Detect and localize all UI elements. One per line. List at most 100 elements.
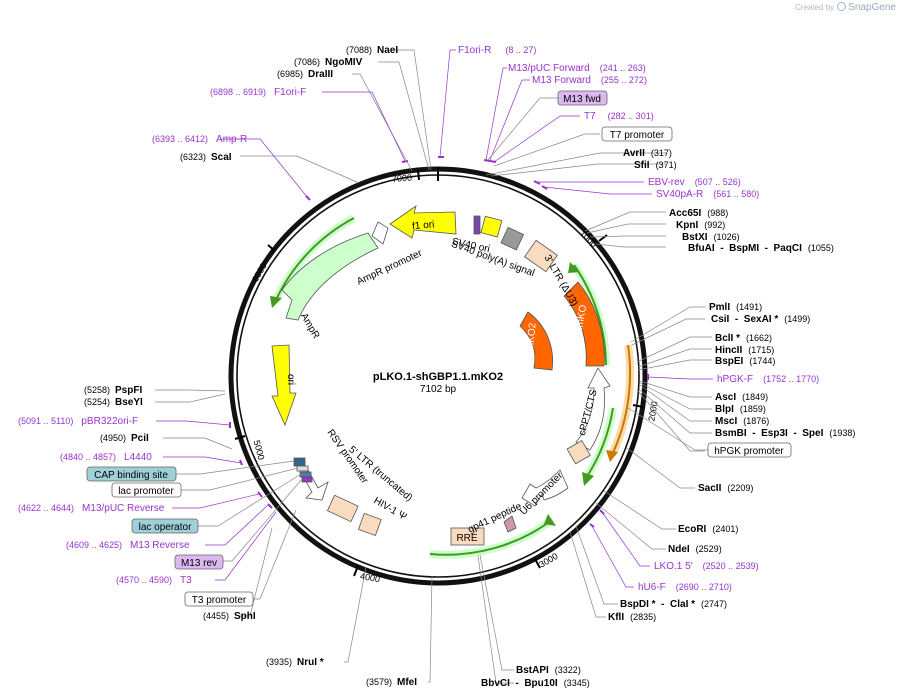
enzyme-label-7[interactable]: KpnI(992) [676,220,725,231]
enzyme-label-28[interactable]: (4455)SphI [203,611,256,622]
feature-cap-site[interactable] [293,457,306,467]
leader-line-33 [439,49,456,158]
enzyme-label-9[interactable]: BfuAI - BspMI - PaqCI(1055) [688,243,834,254]
enzyme-label-31[interactable]: (5254)BseYI [84,397,143,408]
enzyme-label-10[interactable]: PmlI(1491) [709,302,762,313]
feature-sv40-ori-left[interactable] [473,215,481,235]
rre-arc-line [429,519,553,556]
primer-label-2[interactable]: M13 Forward(255 .. 272) [532,75,647,86]
box-lac-operator[interactable]: lac operator [131,518,199,534]
enzyme-label-13[interactable]: HincII(1715) [715,345,774,356]
enzyme-label-14[interactable]: BspEI(1744) [715,356,775,367]
enzyme-label-2[interactable]: (6985)DraIII [277,69,333,80]
leader-line-18 [639,389,712,434]
enzyme-label-27[interactable]: (3935)NruI * [266,657,324,668]
feature-hmko[interactable] [563,281,605,367]
feature-cppt-box[interactable] [566,440,591,465]
enzyme-label-15[interactable]: AscI(1849) [715,392,768,403]
enzyme-label-20[interactable]: EcoRI(2401) [678,524,738,535]
enzyme-label-16[interactable]: BlpI(1859) [715,404,766,415]
feature-f1-ori[interactable] [389,205,457,239]
primer-label-0[interactable]: F1ori-R(8 .. 27) [458,45,536,56]
svg-text:T3 promoter: T3 promoter [192,595,247,606]
enzyme-label-25[interactable]: BbvCI - Bpu10I(3345) [481,678,590,689]
label-mko2: mKO2 [525,322,538,352]
feature-hiv-psi[interactable] [357,512,382,537]
enzyme-label-24[interactable]: BstAPI(3322) [516,665,581,676]
enzyme-label-6[interactable]: Acc65I(988) [669,208,728,219]
primer-label-9[interactable]: (6898 .. 6919)F1ori-F [210,87,306,98]
feature-gp41[interactable] [503,515,517,533]
primer-label-7[interactable]: LKO.1 5'(2520 .. 2539) [654,561,759,572]
leader-line-25 [479,554,514,671]
feature-3ltr[interactable] [524,239,558,273]
primer-label-15[interactable]: (4570 .. 4590)T3 [116,575,192,586]
feature-sv40-polya[interactable] [500,226,525,251]
primer-label-11[interactable]: (5091 .. 5110)pBR322ori-F [18,416,138,427]
primer-label-12[interactable]: (4840 .. 4857)L4440 [60,452,152,463]
primer-label-5[interactable]: SV40pA-R(561 .. 580) [656,189,759,200]
feature-sv40-ori[interactable] [480,215,503,238]
primer-label-1[interactable]: M13/pUC Forward(241 .. 263) [508,63,646,74]
feature-ampr[interactable] [281,232,379,321]
enzyme-label-26[interactable]: (3579)MfeI [366,677,417,688]
enzyme-label-19[interactable]: SacII(2209) [698,483,753,494]
enzyme-label-11[interactable]: CsiI - SexAI *(1499) [711,314,810,325]
enzyme-label-22[interactable]: BspDI * - ClaI *(2747) [620,599,727,610]
box-m13-rev[interactable]: M13 rev [174,554,224,570]
enzyme-label-18[interactable]: BsmBI - Esp3I - SpeI(1938) [715,428,855,439]
enzyme-label-12[interactable]: BclI *(1662) [715,333,772,344]
enzyme-label-30[interactable]: (5258)PspFI [84,385,142,396]
box-cap-binding-site[interactable]: CAP binding site [86,466,177,482]
enzyme-label-29[interactable]: (4950)PciI [100,433,149,444]
box-t7-promoter[interactable]: T7 promoter [601,126,673,142]
tick-label-2000: 2000 [646,400,659,421]
leader-line-6 [584,211,666,232]
box-leader-lines [176,97,708,600]
enzyme-label-8[interactable]: BstXI(1026) [682,232,740,243]
box-t3-promoter[interactable]: T3 promoter [184,591,254,607]
feature-rre[interactable] [450,527,485,546]
primer-label-10[interactable]: (6393 .. 6412)Amp-R [152,134,247,145]
enzyme-label-3[interactable]: (6323)ScaI [180,152,232,163]
enzyme-label-4[interactable]: AvrII(317) [623,148,672,159]
enzyme-label-23[interactable]: KflI(2835) [608,612,656,623]
feature-mko2[interactable] [519,311,553,371]
leader-line-11 [631,318,705,346]
leader-line-43 [220,138,309,199]
enzyme-label-0[interactable]: (7088)NaeI [346,45,398,56]
hpgk-arc [608,344,634,457]
box-hpgk-promoter[interactable]: hPGK promoter [707,442,792,458]
box-lac-promoter[interactable]: lac promoter [111,482,182,498]
feature-u6-promoter[interactable] [521,469,569,507]
primer-label-3[interactable]: T7(282 .. 301) [584,111,654,122]
primer-label-4[interactable]: EBV-rev(507 .. 526) [648,177,741,188]
leader-line-24 [569,531,606,618]
leader-line-3 [240,155,360,184]
feature-cppt[interactable] [575,367,611,451]
leader-line-45 [163,456,242,464]
enzyme-label-17[interactable]: MscI(1876) [715,416,769,427]
primer-label-14[interactable]: (4609 .. 4625)M13 Reverse [66,540,190,551]
feature-lac-operator[interactable] [299,471,312,478]
box-m13-fwd[interactable]: M13 fwd [557,90,608,106]
enzyme-label-21[interactable]: NdeI(2529) [668,544,722,555]
hpgk-arc-line [611,344,631,456]
primer-label-8[interactable]: hU6-F(2690 .. 2710) [638,582,732,593]
leader-line-53 [180,467,299,491]
leader-line-55 [222,478,303,562]
feature-ori[interactable] [271,344,297,427]
feature-lac-promoter[interactable] [296,465,309,472]
feature-ampr-promoter[interactable] [371,221,389,245]
feature-5ltr[interactable] [326,494,359,523]
primer-label-6[interactable]: hPGK-F(1752 .. 1770) [717,374,819,385]
plasmid-name: pLKO.1-shGBP1.1.mKO2 [373,371,503,383]
leader-line-26 [477,555,514,684]
leader-line-1 [378,61,430,171]
label-f1-ori: f1 ori [412,219,435,232]
enzyme-label-1[interactable]: (7086)NgoMIV [294,57,363,68]
primer-label-13[interactable]: (4622 .. 4644)M13/pUC Reverse [18,503,165,514]
feature-m13-rev[interactable] [301,476,313,483]
enzyme-label-5[interactable]: SfiI(371) [634,160,677,171]
